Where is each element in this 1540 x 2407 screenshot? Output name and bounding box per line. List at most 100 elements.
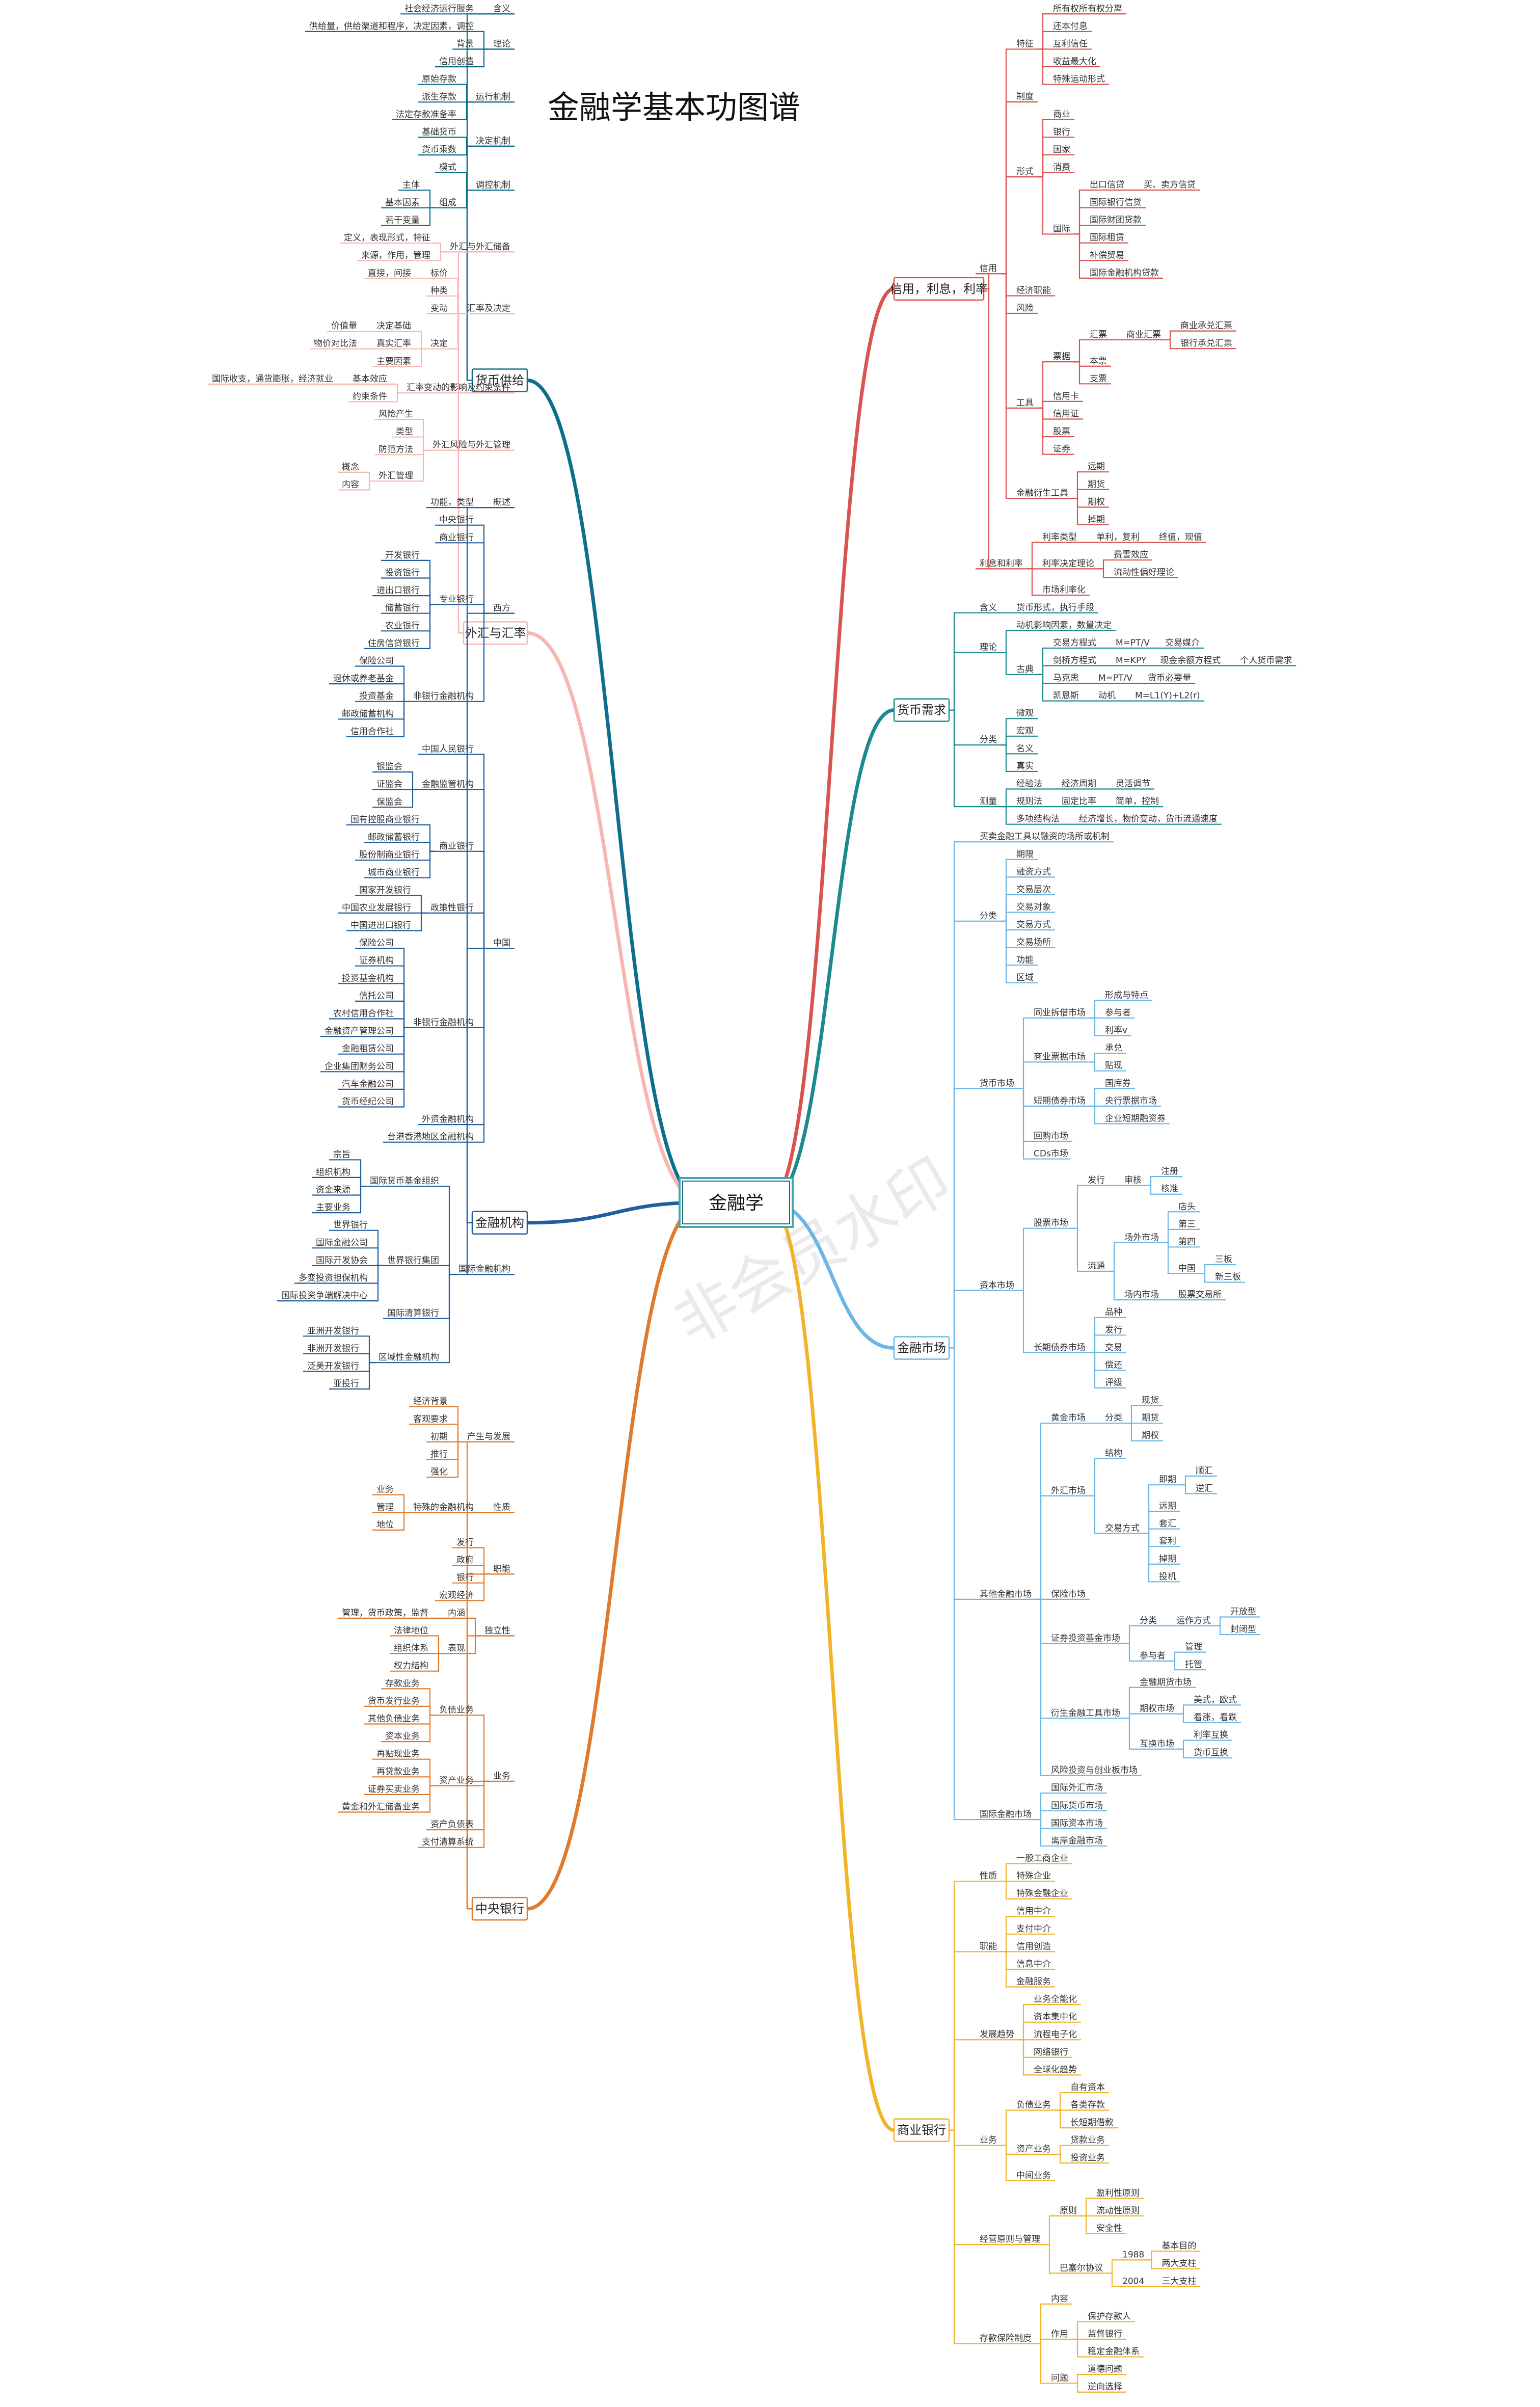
node-商业承兑汇票[interactable]: 商业承兑汇票	[1180, 321, 1232, 331]
node-期权市场[interactable]: 期权市场	[1140, 1704, 1174, 1714]
branch-中央银行[interactable]: 中央银行	[475, 1902, 524, 1916]
node-国际财团贷款[interactable]: 国际财团贷款	[1090, 215, 1142, 225]
node-外资金融机构[interactable]: 外资金融机构	[422, 1114, 474, 1125]
node-产生与发展[interactable]: 产生与发展	[467, 1432, 510, 1442]
node-流动性原则[interactable]: 流动性原则	[1096, 2206, 1140, 2216]
node-交易方程式[interactable]: 交易方程式	[1053, 638, 1096, 648]
node-流通[interactable]: 流通	[1088, 1261, 1105, 1271]
node-分类[interactable]: 分类	[1140, 1616, 1157, 1626]
node-货币形式-执行手段[interactable]: 货币形式，执行手段	[1016, 603, 1094, 613]
node-区域[interactable]: 区域	[1016, 973, 1034, 983]
node-权力结构[interactable]: 权力结构	[394, 1661, 428, 1671]
node-交易媒介[interactable]: 交易媒介	[1165, 638, 1200, 648]
node-保险市场[interactable]: 保险市场	[1051, 1589, 1086, 1599]
node-信息中介[interactable]: 信息中介	[1016, 1959, 1051, 1969]
node-中国进出口银行[interactable]: 中国进出口银行	[350, 921, 411, 931]
node-防范方法[interactable]: 防范方法	[379, 444, 413, 454]
node-初期[interactable]: 初期	[430, 1432, 448, 1442]
node-融资方式[interactable]: 融资方式	[1016, 867, 1051, 877]
node-本票[interactable]: 本票	[1090, 356, 1107, 366]
node-表现[interactable]: 表现	[448, 1643, 465, 1653]
node-互利信任[interactable]: 互利信任	[1053, 39, 1088, 49]
node-票据[interactable]: 票据	[1053, 352, 1070, 362]
node-结构[interactable]: 结构	[1105, 1448, 1122, 1458]
node-交易方式[interactable]: 交易方式	[1105, 1523, 1140, 1533]
node-管理[interactable]: 管理	[376, 1502, 394, 1512]
node-商业汇票[interactable]: 商业汇票	[1126, 330, 1161, 340]
node-客观要求[interactable]: 客观要求	[413, 1414, 448, 1424]
node-交易场所[interactable]: 交易场所	[1016, 938, 1051, 948]
node-期货[interactable]: 期货	[1142, 1413, 1159, 1423]
node-含义[interactable]: 含义	[980, 603, 997, 613]
node-资产业务[interactable]: 资产业务	[439, 1776, 474, 1786]
node-投资基金[interactable]: 投资基金	[359, 691, 394, 702]
node-自有资本[interactable]: 自有资本	[1070, 2082, 1105, 2093]
node-盈利性原则[interactable]: 盈利性原则	[1096, 2188, 1140, 2198]
node-保监会[interactable]: 保监会	[376, 797, 402, 807]
node-国库券[interactable]: 国库券	[1105, 1078, 1131, 1088]
node-西方[interactable]: 西方	[493, 603, 510, 613]
node-承兑[interactable]: 承兑	[1105, 1043, 1122, 1053]
node-派生存款[interactable]: 派生存款	[422, 92, 456, 102]
node-保护存款人[interactable]: 保护存款人	[1088, 2311, 1131, 2321]
node-直接-间接[interactable]: 直接，间接	[368, 268, 411, 278]
node-银行承兑汇票[interactable]: 银行承兑汇票	[1180, 338, 1232, 349]
node-名义[interactable]: 名义	[1016, 743, 1034, 754]
node-股票交易所[interactable]: 股票交易所	[1178, 1290, 1222, 1300]
node-收益最大化[interactable]: 收益最大化	[1053, 57, 1096, 67]
node-业务[interactable]: 业务	[980, 2135, 997, 2146]
node-金融服务[interactable]: 金融服务	[1016, 1977, 1051, 1987]
node-证券机构[interactable]: 证券机构	[359, 956, 394, 966]
node-个人货币需求[interactable]: 个人货币需求	[1240, 656, 1292, 666]
node-保险公司[interactable]: 保险公司	[359, 938, 394, 948]
node-功能-类型[interactable]: 功能，类型	[430, 497, 474, 507]
node-信用创造[interactable]: 信用创造	[439, 57, 474, 67]
node-商业银行[interactable]: 商业银行	[439, 532, 474, 543]
branch-信用-利息-利率[interactable]: 信用，利息，利率	[890, 282, 988, 296]
node-工具[interactable]: 工具	[1016, 398, 1034, 408]
node-推行[interactable]: 推行	[430, 1450, 448, 1460]
node-银监会[interactable]: 银监会	[376, 762, 402, 772]
node-金融衍生工具[interactable]: 金融衍生工具	[1016, 488, 1068, 498]
node-各类存款[interactable]: 各类存款	[1070, 2100, 1105, 2110]
node-世界银行[interactable]: 世界银行	[333, 1220, 368, 1231]
node-期权[interactable]: 期权	[1142, 1431, 1159, 1441]
node-信用中介[interactable]: 信用中介	[1016, 1906, 1051, 1916]
node-货币市场[interactable]: 货币市场	[980, 1078, 1014, 1088]
node-利率互换[interactable]: 利率互换	[1194, 1730, 1228, 1740]
node-利率类型[interactable]: 利率类型	[1042, 532, 1077, 542]
node-多变投资担保机构[interactable]: 多变投资担保机构	[299, 1273, 368, 1283]
node-外汇市场[interactable]: 外汇市场	[1051, 1486, 1086, 1496]
node-存款保险制度[interactable]: 存款保险制度	[980, 2334, 1032, 2344]
node-亚洲开发银行[interactable]: 亚洲开发银行	[307, 1326, 359, 1336]
node-组织机构[interactable]: 组织机构	[316, 1167, 350, 1178]
node-国际银行信贷[interactable]: 国际银行信贷	[1090, 198, 1142, 208]
node-其他金融市场[interactable]: 其他金融市场	[980, 1589, 1032, 1599]
node-发展趋势[interactable]: 发展趋势	[980, 2029, 1014, 2040]
node-运行机制[interactable]: 运行机制	[476, 92, 510, 102]
node-费雪效应[interactable]: 费雪效应	[1114, 550, 1148, 560]
node-城市商业银行[interactable]: 城市商业银行	[368, 868, 420, 878]
node-强化[interactable]: 强化	[430, 1467, 448, 1477]
node-宏观[interactable]: 宏观	[1016, 726, 1034, 736]
node-商业票据市场[interactable]: 商业票据市场	[1034, 1052, 1086, 1062]
node-顺汇[interactable]: 顺汇	[1196, 1466, 1213, 1476]
node-再贷款业务[interactable]: 再贷款业务	[376, 1767, 420, 1777]
node-利息和利率[interactable]: 利息和利率	[980, 558, 1023, 569]
node-组织体系[interactable]: 组织体系	[394, 1643, 428, 1653]
node-三大支柱[interactable]: 三大支柱	[1161, 2276, 1196, 2286]
node-套利[interactable]: 套利	[1159, 1536, 1176, 1546]
node-区域性金融机构[interactable]: 区域性金融机构	[379, 1352, 439, 1362]
node-主要业务[interactable]: 主要业务	[316, 1202, 350, 1213]
node-现金余额方程式[interactable]: 现金余额方程式	[1160, 656, 1221, 666]
node-理论[interactable]: 理论	[980, 643, 997, 653]
node-买-卖方信贷[interactable]: 买、卖方信贷	[1144, 180, 1196, 190]
node-货币互换[interactable]: 货币互换	[1194, 1748, 1228, 1758]
node-金融期货市场[interactable]: 金融期货市场	[1140, 1677, 1192, 1688]
node-业务[interactable]: 业务	[376, 1485, 394, 1495]
node-M-PT-V[interactable]: M=PT/V	[1098, 673, 1132, 683]
node-开发银行[interactable]: 开发银行	[385, 550, 420, 560]
node-进出口银行[interactable]: 进出口银行	[376, 585, 420, 596]
node-内容[interactable]: 内容	[1051, 2294, 1068, 2304]
node-回购市场[interactable]: 回购市场	[1034, 1131, 1068, 1141]
